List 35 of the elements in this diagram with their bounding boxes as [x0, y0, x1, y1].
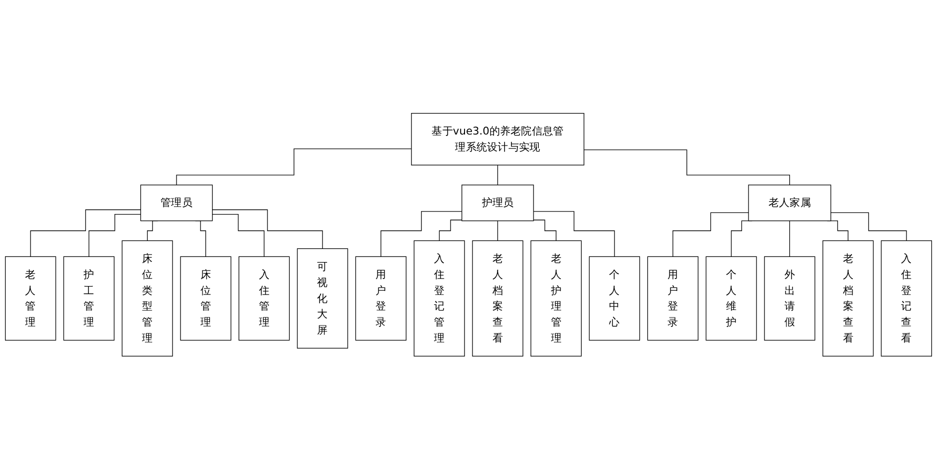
node-box: 床位管理 — [180, 256, 232, 341]
connector — [789, 220, 790, 258]
node-box: 外出请假 — [764, 256, 816, 341]
connector — [212, 214, 264, 258]
node-box: 个人中心 — [588, 256, 640, 341]
connector — [584, 150, 790, 186]
connector — [533, 220, 556, 242]
node-box: 用户登录 — [355, 256, 406, 341]
connector — [176, 148, 412, 186]
connector — [830, 212, 907, 242]
node-box: 床位类型管理 — [122, 240, 173, 357]
connector — [88, 214, 142, 258]
node-box: 老人护理管理 — [530, 240, 582, 357]
node-box: 入住登记查看 — [880, 240, 932, 357]
connector — [438, 220, 462, 242]
connector — [533, 211, 615, 258]
node-box: 管理员 — [140, 184, 213, 222]
connector — [497, 220, 498, 242]
node-box: 可视化大屏 — [296, 248, 348, 349]
node-box: 用户登录 — [647, 256, 698, 341]
node-box: 护工管理 — [63, 256, 114, 341]
node-box: 入住管理 — [238, 256, 290, 341]
node-box: 老人家属 — [748, 184, 832, 222]
node-box: 老人档案查看 — [822, 240, 874, 357]
node-box: 老人管理 — [5, 256, 56, 341]
connector — [672, 212, 749, 258]
node-box: 基于vue3.0的养老院信息管理系统设计与实现 — [411, 113, 584, 166]
node-box: 入住登记管理 — [414, 240, 465, 357]
connector — [212, 210, 323, 250]
node-box: 护理员 — [462, 184, 534, 222]
connector — [30, 210, 142, 258]
connector — [497, 164, 498, 186]
node-box: 老人档案查看 — [472, 240, 524, 357]
node-box: 个人维护 — [706, 256, 757, 341]
connector — [380, 211, 462, 258]
